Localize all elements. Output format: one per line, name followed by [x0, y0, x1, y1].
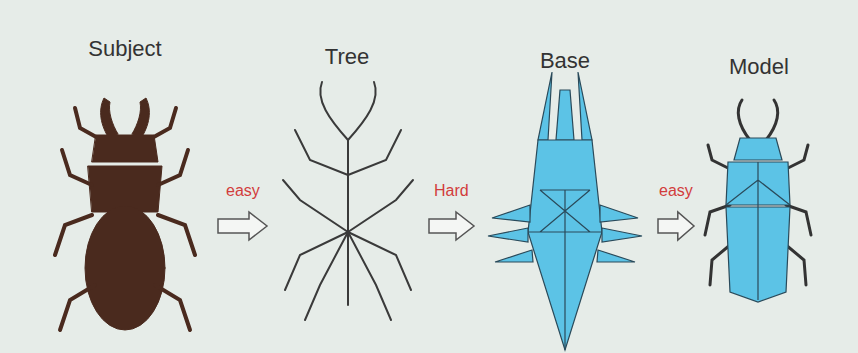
- edge-label: easy: [224, 182, 262, 200]
- figure-column: Base: [480, 48, 650, 348]
- hollow-arrow: [429, 212, 474, 240]
- arrow-shape: [429, 212, 474, 240]
- column-title: Model: [700, 54, 818, 80]
- column-title: Base: [480, 48, 650, 74]
- arrow-shape: [658, 212, 694, 240]
- arrow-shape: [218, 212, 267, 240]
- edge-label: Hard: [432, 182, 471, 200]
- origami-base: [488, 72, 642, 350]
- origami-model: [705, 100, 811, 302]
- column-title: Subject: [40, 36, 210, 62]
- beetle-photo: [55, 98, 195, 330]
- figure-column: Tree: [273, 44, 421, 329]
- column-title: Tree: [273, 44, 421, 70]
- hollow-arrow: [658, 212, 694, 240]
- figure-column: Subject: [40, 36, 210, 336]
- tree-figure: [283, 82, 413, 320]
- figure-column: Model: [700, 54, 818, 309]
- hollow-arrow: [218, 212, 267, 240]
- edge-label: easy: [657, 182, 695, 200]
